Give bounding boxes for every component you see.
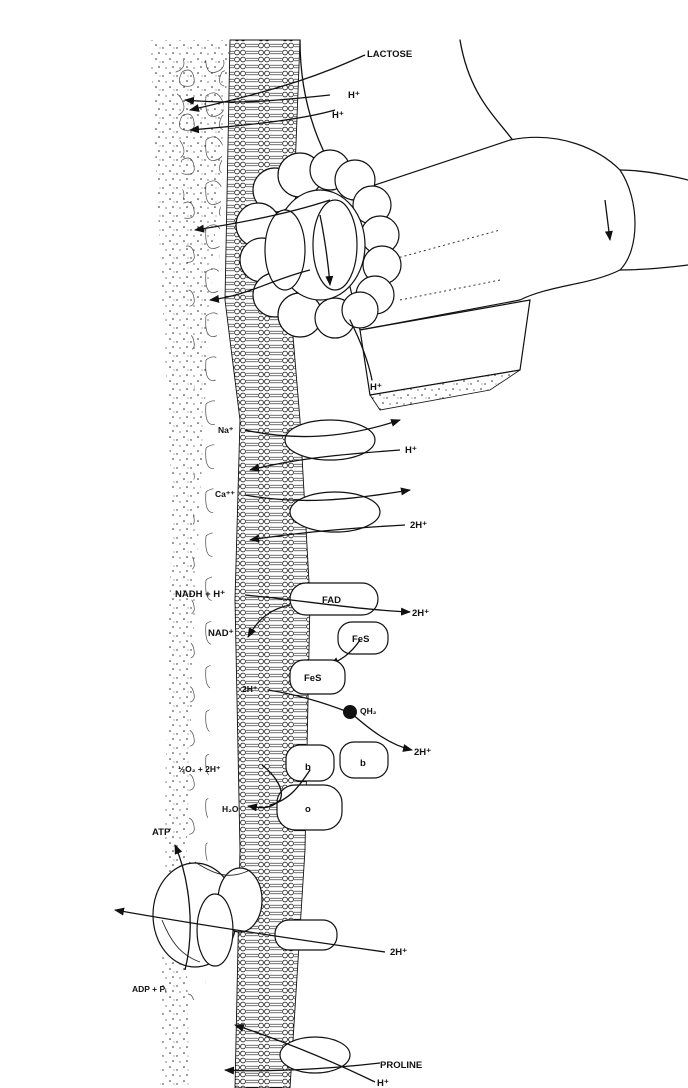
nadh-label: NADH + H⁺ — [175, 589, 225, 600]
adp-label: ADP + Pᵢ — [132, 984, 166, 994]
cyt-b-label-1: b — [305, 762, 311, 773]
proline-label: PROLINE — [380, 1060, 422, 1071]
fes-label-1: FeS — [352, 634, 369, 645]
h-flagellum-label: H⁺ — [370, 382, 382, 393]
ca-label: Ca⁺⁺ — [215, 489, 235, 499]
two-h-q-label: 2H⁺ — [414, 747, 431, 758]
na-label: Na⁺ — [218, 425, 234, 435]
cyt-o-label: o — [305, 804, 311, 815]
h-lactose-label-2: H⁺ — [332, 110, 344, 121]
two-h-ca-label: 2H⁺ — [410, 520, 427, 531]
cyt-b-label-2: b — [360, 758, 366, 769]
fad-label: FAD — [322, 595, 341, 606]
lactose-label: LACTOSE — [367, 49, 412, 60]
atp-label: ATP — [152, 827, 171, 838]
o2-label: ½O₂ + 2H⁺ — [178, 764, 221, 774]
h-proline-label: H⁺ — [377, 1078, 389, 1088]
two-h-fes-label: 2H⁺ — [242, 684, 258, 694]
h-na-label: H⁺ — [405, 445, 417, 456]
nad-label: NAD⁺ — [208, 628, 234, 639]
h-lactose-label-1: H⁺ — [348, 90, 360, 101]
qh2-label: QH₂ — [360, 706, 377, 716]
two-h-fad-label: 2H⁺ — [412, 608, 429, 619]
fes-label-2: FeS — [304, 673, 321, 684]
h2o-label: H₂O — [222, 804, 239, 814]
mot-protein-ring — [236, 150, 401, 338]
two-h-atp-label: 2H⁺ — [390, 947, 407, 958]
